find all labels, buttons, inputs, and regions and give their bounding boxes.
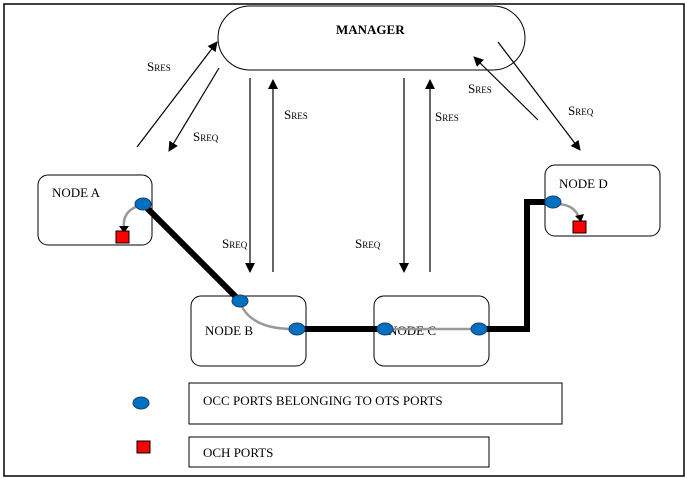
och-port-icon bbox=[572, 220, 587, 234]
legend-occ-label: OCC PORTS BELONGING TO OTS PORTS bbox=[203, 393, 443, 408]
och-ports bbox=[115, 220, 587, 244]
arrow-d-res bbox=[473, 56, 539, 121]
legend-occ-box bbox=[188, 382, 563, 425]
internal-arrowheads bbox=[119, 214, 584, 233]
occ-port-icon bbox=[134, 197, 152, 211]
label-c-req: SREQ bbox=[355, 236, 381, 251]
node-b-label: NODE B bbox=[205, 323, 253, 338]
node-d-label: NODE D bbox=[559, 176, 608, 191]
arrow-a-res bbox=[136, 41, 218, 148]
label-d-req: SREQ bbox=[568, 103, 594, 118]
label-b-req: SREQ bbox=[222, 236, 248, 251]
frame bbox=[3, 3, 685, 477]
signal-arrows bbox=[136, 41, 581, 273]
legend-och-label: OCH PORTS bbox=[203, 445, 273, 460]
label-a-req: SREQ bbox=[193, 129, 219, 144]
occ-port-icon bbox=[470, 322, 488, 336]
occ-ports bbox=[134, 195, 562, 336]
label-a-res: SRES bbox=[147, 59, 171, 74]
label-b-res: SRES bbox=[284, 107, 308, 122]
arrow-d-req bbox=[497, 41, 581, 151]
occ-port-icon bbox=[376, 322, 394, 336]
occ-port-icon bbox=[288, 322, 306, 336]
manager-label: MANAGER bbox=[336, 22, 405, 37]
arrow-a-req bbox=[168, 67, 220, 152]
manager: MANAGER bbox=[217, 5, 526, 71]
legend-occ-icon bbox=[132, 396, 150, 410]
legend-och-icon bbox=[136, 440, 151, 454]
occ-port-icon bbox=[544, 195, 562, 209]
occ-port-icon bbox=[231, 294, 249, 308]
label-d-res: SRES bbox=[468, 81, 492, 96]
signal-labels: SRES SREQ SRES SREQ SRES SREQ SRES SREQ bbox=[147, 59, 594, 251]
node-a-label: NODE A bbox=[52, 185, 101, 200]
label-c-res: SRES bbox=[435, 109, 459, 124]
nodes bbox=[37, 164, 661, 367]
och-port-icon bbox=[115, 230, 130, 244]
node-c-label: NODE C bbox=[388, 323, 436, 338]
legend-och-box bbox=[188, 436, 490, 468]
fiber-c-d bbox=[479, 199, 553, 332]
fiber-links bbox=[140, 199, 553, 332]
legend: OCC PORTS BELONGING TO OTS PORTS OCH POR… bbox=[132, 382, 563, 468]
fiber-a-b bbox=[140, 201, 243, 304]
